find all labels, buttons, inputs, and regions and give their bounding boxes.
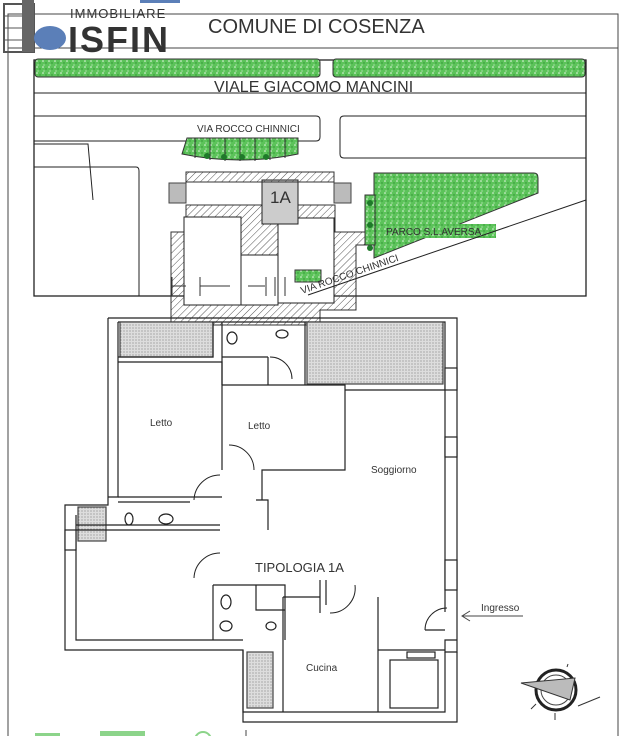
apartment-type-label: TIPOLOGIA 1A [255,560,344,575]
room-label-cucina: Cucina [306,663,338,674]
green-strip [332,58,586,78]
elephant-icon [34,26,66,50]
unit-1a-label: 1A [270,188,291,207]
page-title: COMUNE DI COSENZA [208,16,425,38]
entrance-arrow-icon [461,610,523,622]
logo-top-text: IMMOBILIARE [70,6,166,21]
room-label-soggiorno: Soggiorno [371,465,417,476]
site-plan: VIALE GIACOMO MANCINI VIA ROCCO CHINNICI… [33,58,587,326]
unit-1a-marker [261,179,299,225]
side-road-top-label: VIA ROCCO CHINNICI [197,124,300,135]
logo-name: ISFIN [68,19,170,60]
green-strip [34,58,321,78]
main-road-label: VIALE GIACOMO MANCINI [214,79,413,96]
apartment-plan [64,317,458,723]
entrance-label: Ingresso [481,603,520,614]
room-label-letto-2: Letto [248,421,271,432]
park-label: PARCO S.L.AVERSA [386,227,482,238]
page-frame [7,13,619,736]
room-label-letto-1: Letto [150,418,173,429]
isfin-logo: IMMOBILIARE ISFIN [3,0,180,60]
north-compass-icon [520,663,601,720]
